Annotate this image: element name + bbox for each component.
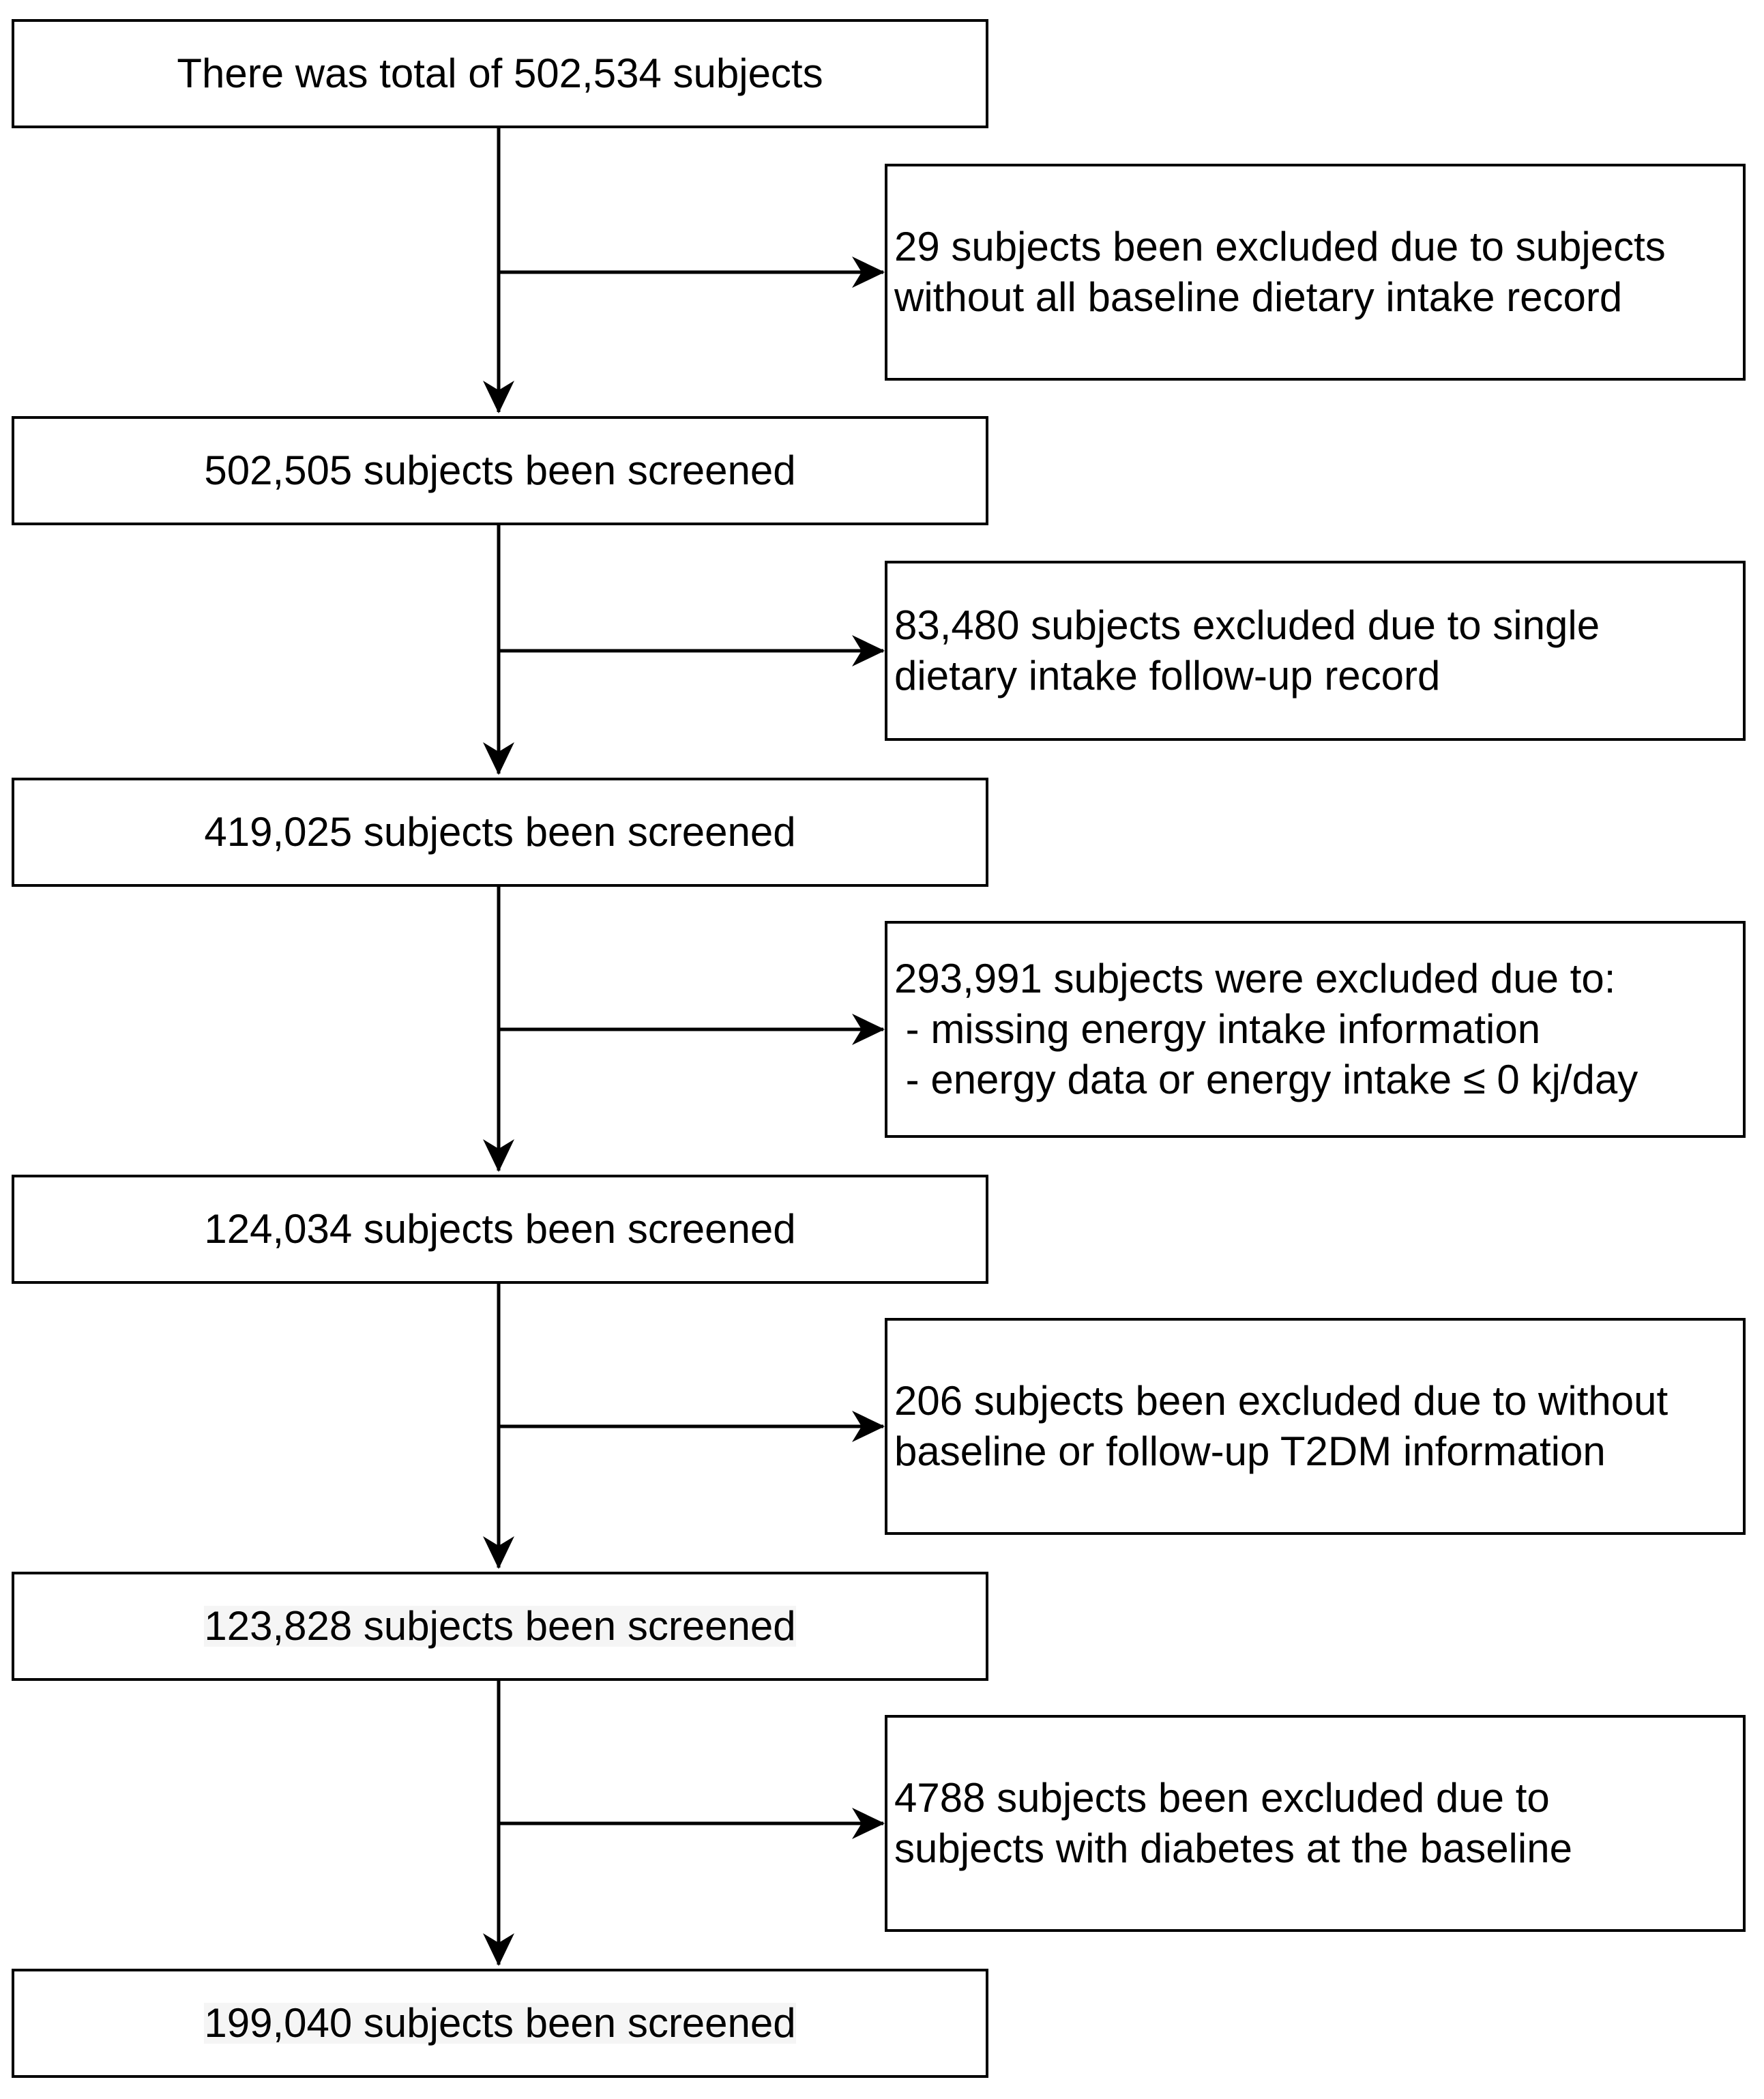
stage-text-screened-2: 419,025 subjects been screened [204, 809, 796, 855]
exclusion-3-line-1: 293,991 subjects were excluded due to: [894, 956, 1616, 1001]
stage-text-screened-1: 502,505 subjects been screened [204, 447, 796, 493]
stage-box-total: There was total of 502,534 subjects [12, 19, 988, 128]
stage-box-screened-4: 123,828 subjects been screened [12, 1572, 988, 1681]
exclusion-3-line-2: - missing energy intake information [894, 1006, 1541, 1052]
exclusion-4-line-1: 206 subjects been excluded due to withou… [894, 1378, 1669, 1424]
exclusion-box-4: 206 subjects been excluded due to withou… [885, 1318, 1746, 1535]
exclusion-arrowhead-1 [852, 256, 885, 288]
exclusion-2-line-2: dietary intake follow-up record [894, 653, 1441, 699]
exclusion-5-line-1: 4788 subjects been excluded due to [894, 1775, 1550, 1821]
stage-box-screened-2: 419,025 subjects been screened [12, 778, 988, 887]
exclusion-2-line-1: 83,480 subjects excluded due to single [894, 602, 1600, 648]
main-arrowhead-1 [483, 381, 514, 413]
main-arrowhead-3 [483, 1139, 514, 1172]
exclusion-box-2: 83,480 subjects excluded due to single d… [885, 561, 1746, 741]
stage-text-final: 199,040 subjects been screened [204, 2000, 796, 2046]
stage-box-screened-1: 502,505 subjects been screened [12, 416, 988, 525]
stage-text-screened-4: 123,828 subjects been screened [204, 1603, 796, 1649]
main-arrowhead-5 [483, 1933, 514, 1966]
exclusion-box-5: 4788 subjects been excluded due to subje… [885, 1715, 1746, 1932]
stage-text-total: There was total of 502,534 subjects [177, 50, 823, 96]
exclusion-4-line-2: baseline or follow-up T2DM information [894, 1428, 1606, 1474]
exclusion-1-line-1: 29 subjects been excluded due to subject… [894, 224, 1666, 269]
stage-box-final: 199,040 subjects been screened [12, 1969, 988, 2078]
stage-text-screened-3: 124,034 subjects been screened [204, 1206, 796, 1252]
exclusion-arrowhead-3 [852, 1014, 885, 1045]
exclusion-1-line-2: without all baseline dietary intake reco… [894, 274, 1623, 320]
exclusion-box-1: 29 subjects been excluded due to subject… [885, 164, 1746, 381]
exclusion-5-line-2: subjects with diabetes at the baseline [894, 1825, 1572, 1871]
exclusion-arrowhead-2 [852, 635, 885, 666]
exclusion-arrowhead-5 [852, 1808, 885, 1839]
exclusion-arrowhead-4 [852, 1411, 885, 1442]
main-arrowhead-4 [483, 1536, 514, 1569]
main-arrowhead-2 [483, 742, 514, 775]
stage-box-screened-3: 124,034 subjects been screened [12, 1175, 988, 1284]
exclusion-box-3: 293,991 subjects were excluded due to: -… [885, 921, 1746, 1138]
exclusion-3-line-3: - energy data or energy intake ≤ 0 kj/da… [894, 1057, 1638, 1102]
